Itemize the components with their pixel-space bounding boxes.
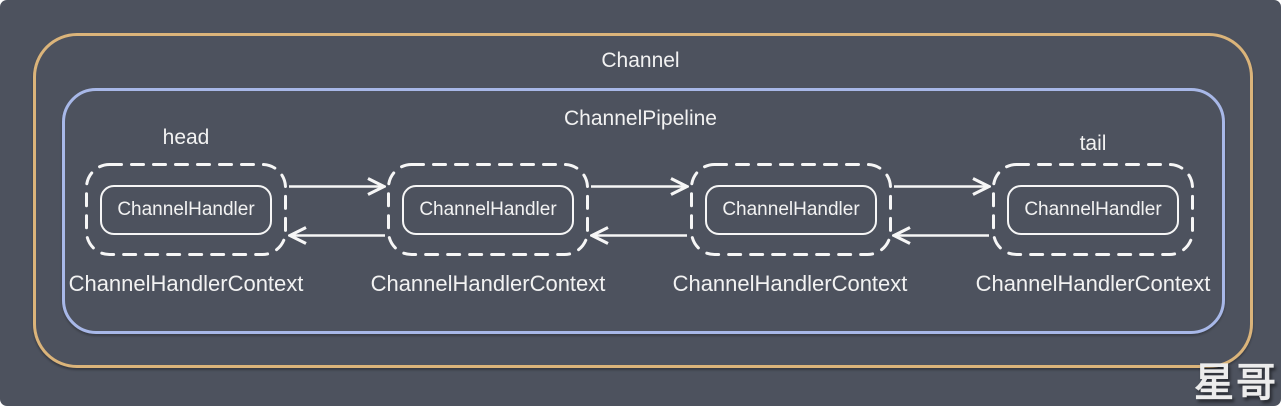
context-label-1: ChannelHandlerContext bbox=[68, 271, 304, 296]
context-label-4: ChannelHandlerContext bbox=[975, 271, 1211, 296]
channel-handler-context-3: ChannelHandler bbox=[690, 163, 892, 256]
channel-handler-context-1: ChannelHandler bbox=[85, 163, 287, 256]
channel-handler-box: ChannelHandler bbox=[705, 184, 877, 235]
head-label: head bbox=[162, 126, 210, 149]
tail-label: tail bbox=[1079, 132, 1107, 155]
context-dashed-border bbox=[690, 163, 892, 256]
context-label-3: ChannelHandlerContext bbox=[672, 271, 908, 296]
channel-container bbox=[33, 33, 1253, 368]
channel-pipeline-container bbox=[62, 88, 1225, 334]
context-dashed-border bbox=[992, 163, 1194, 256]
watermark-text: 星哥 bbox=[1194, 361, 1278, 405]
context-label-2: ChannelHandlerContext bbox=[370, 271, 606, 296]
channel-handler-context-4: ChannelHandler bbox=[992, 163, 1194, 256]
channel-handler-box: ChannelHandler bbox=[100, 184, 272, 235]
context-dashed-border bbox=[387, 163, 589, 256]
channel-label: Channel bbox=[601, 49, 680, 72]
channel-pipeline-label: ChannelPipeline bbox=[564, 107, 717, 130]
context-dashed-border bbox=[85, 163, 287, 256]
channel-handler-context-2: ChannelHandler bbox=[387, 163, 589, 256]
channel-handler-box: ChannelHandler bbox=[402, 184, 574, 235]
channel-handler-box: ChannelHandler bbox=[1007, 184, 1179, 235]
